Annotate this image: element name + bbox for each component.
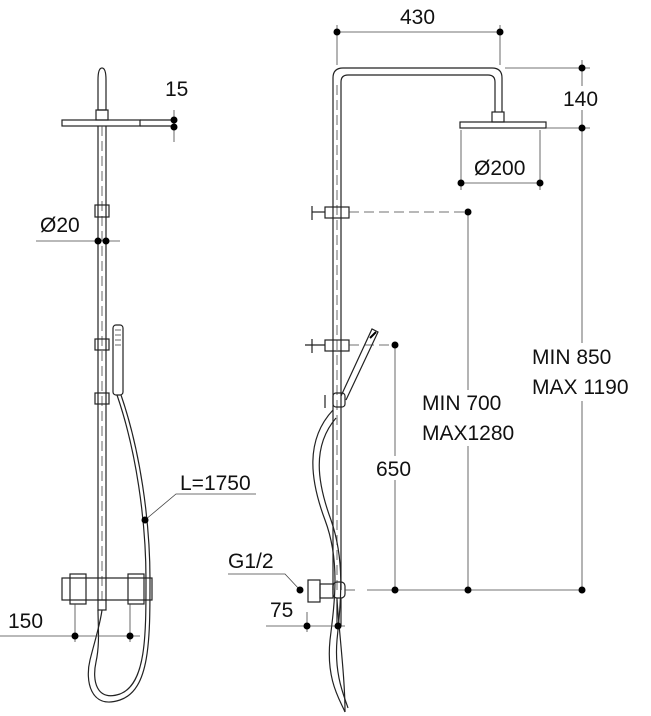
dimension-dot [303, 622, 311, 630]
dimension-dot [536, 179, 544, 187]
hose-front-inner [94, 394, 147, 697]
dimension-dot [578, 586, 586, 594]
dim-connection: G1/2 [228, 550, 274, 573]
dim-head-height-max: MAX 1190 [532, 376, 629, 399]
hose-side-lower [336, 599, 346, 713]
dimension-dot [141, 516, 149, 524]
label-background [530, 343, 634, 401]
dimension-dot [391, 341, 399, 349]
thermostat-knob [69, 573, 87, 605]
head-connector [95, 109, 109, 121]
dimension-dot [126, 632, 134, 640]
leader-line [228, 573, 301, 591]
dimension-dot [296, 586, 304, 594]
label-background [420, 390, 510, 446]
hose-side-inner [318, 417, 349, 709]
thermostat-knob [127, 573, 145, 605]
dimension-dot [457, 179, 465, 187]
hand-shower-grip [115, 329, 121, 346]
head-connector [491, 111, 505, 123]
label-background [374, 456, 414, 480]
upper-wall-bracket [311, 206, 350, 220]
dimension-dot [464, 208, 472, 216]
dim-arm-length: 430 [400, 6, 435, 29]
dim-head-thickness: 15 [165, 78, 188, 101]
column-arm-outer [332, 67, 503, 590]
dimension-dot [391, 586, 399, 594]
sleeve [94, 338, 110, 351]
dim-head-diameter: Ø200 [474, 157, 525, 180]
dim-hose-length: L=1750 [180, 472, 251, 495]
dim-arm-height: 140 [563, 88, 598, 111]
dimension-dot [333, 28, 341, 36]
hand-shower-nozzle [369, 331, 377, 339]
dim-wall-offset: 75 [270, 599, 293, 622]
dim-hand-shower-height: 650 [376, 458, 411, 481]
leader-line [144, 493, 256, 521]
outlet [97, 599, 107, 611]
dim-pipe-diameter: Ø20 [40, 214, 80, 237]
dimension-dot [464, 586, 472, 594]
dim-bracket-max: MAX1280 [422, 422, 514, 445]
dimension-dot [170, 116, 178, 124]
sleeve [94, 392, 110, 405]
thermostat-bar [61, 577, 153, 601]
dim-inlet-spacing: 150 [8, 610, 43, 633]
shower-head-side [459, 121, 547, 129]
dimension-dot [334, 622, 342, 630]
hand-shower-front [112, 324, 124, 396]
sleeve [94, 204, 110, 218]
dimension-dot [71, 632, 79, 640]
hose-side [312, 409, 346, 713]
front-view: 15 Ø20 L=1750 150 [0, 67, 256, 703]
top-cap [97, 67, 107, 111]
dim-bracket-min: MIN 700 [422, 392, 501, 415]
connector-body [319, 583, 334, 599]
dimension-dot [170, 123, 178, 131]
wall-connector [307, 579, 321, 603]
hand-shower-side [340, 328, 379, 401]
hand-shower-holder [332, 392, 346, 408]
shower-head-front [61, 119, 141, 127]
dimension-dot [578, 124, 586, 132]
dim-head-height-min: MIN 850 [532, 346, 611, 369]
side-view: 430 140 Ø200 MIN 850 MAX 1190 MIN 700 MA… [228, 6, 634, 713]
lower-wall-bracket [305, 339, 350, 353]
label-background [560, 86, 604, 110]
dimension-dot [578, 64, 586, 72]
dimension-dot [496, 28, 504, 36]
hose-front [87, 394, 151, 703]
column-arm-inner [340, 74, 496, 590]
dimension-dot [94, 237, 102, 245]
dimension-dot [102, 237, 110, 245]
